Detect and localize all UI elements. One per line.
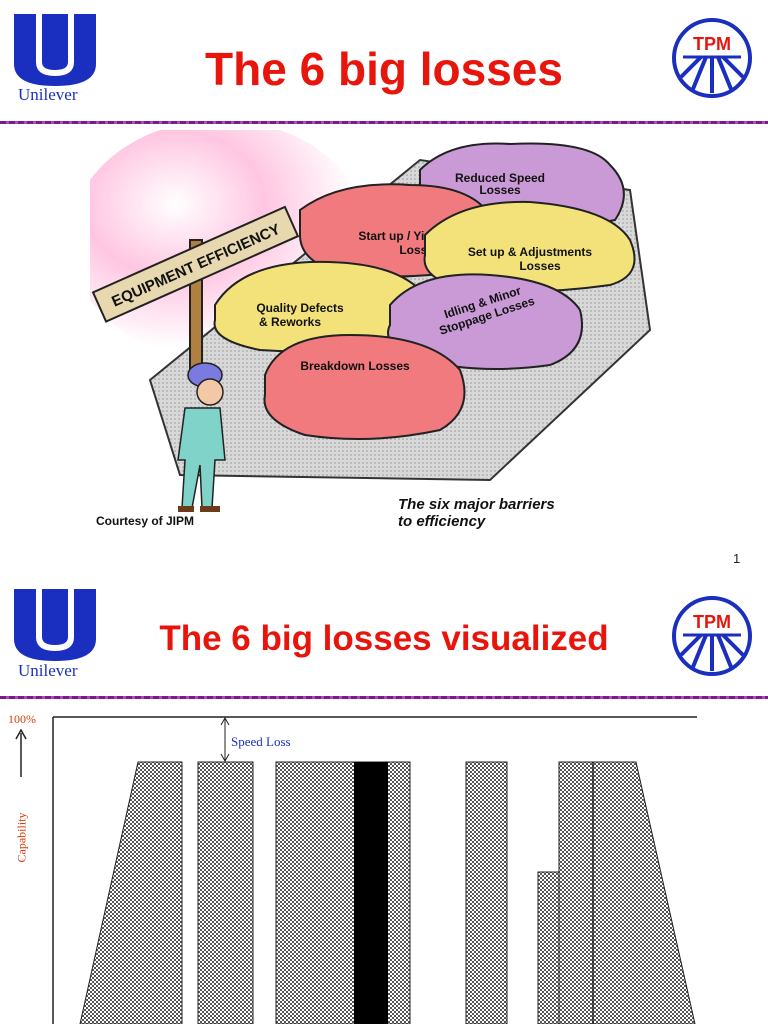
svg-text:TPM: TPM	[693, 34, 731, 54]
bar-5-step	[537, 871, 560, 1024]
unilever-wordmark: Unilever	[18, 85, 78, 104]
svg-text:Start up / Yield: Start up / Yield	[358, 229, 441, 243]
bar-3	[275, 761, 411, 1024]
svg-text:Reduced Speed: Reduced Speed	[455, 171, 545, 185]
bar-4	[465, 761, 508, 1024]
slide-1-title: The 6 big losses	[205, 43, 563, 95]
bar-5	[558, 761, 696, 1024]
svg-text:Quality Defects: Quality Defects	[256, 301, 344, 315]
barriers-caption: The six major barriers to efficiency	[398, 496, 555, 530]
unilever-wordmark: Unilever	[18, 661, 78, 680]
y-top-label: 100%	[8, 712, 36, 726]
svg-text:Losses: Losses	[519, 259, 561, 273]
breakdown-blob	[263, 333, 466, 440]
speed-loss-label: Speed Loss	[231, 734, 291, 749]
barriers-caption-line-1: The six major barriers	[398, 496, 555, 513]
svg-text:Losses: Losses	[479, 183, 521, 197]
up-arrow-icon	[15, 729, 27, 777]
svg-text:Set up & Adjustments: Set up & Adjustments	[468, 245, 593, 259]
bar-1	[79, 761, 183, 1024]
six-losses-illustration: EQUIPMENT EFFICIENCY Reduced Speed Losse…	[90, 130, 652, 512]
slide-1: Unilever The 6 big losses TPM	[0, 12, 768, 566]
y-axis-label: Capability	[14, 812, 29, 863]
bar-2	[197, 761, 254, 1024]
courtesy-text: Courtesy of JIPM	[96, 514, 195, 528]
svg-text:& Reworks: & Reworks	[259, 315, 321, 329]
losses-chart	[52, 716, 697, 1024]
unilever-logo-icon	[12, 587, 98, 663]
header-divider	[0, 121, 768, 124]
barriers-caption-line-2: to efficiency	[398, 513, 486, 530]
speed-loss-arrow	[220, 716, 230, 763]
equipment-efficiency-sign	[91, 205, 300, 323]
unilever-logo-icon	[12, 12, 98, 88]
slide-2: Unilever The 6 big losses visualized TPM…	[0, 575, 768, 1024]
tpm-logo-icon: TPM	[672, 18, 752, 98]
tpm-logo-icon: TPM	[672, 596, 752, 676]
svg-text:Breakdown Losses: Breakdown Losses	[300, 359, 410, 373]
worker-figure	[177, 362, 226, 512]
svg-text:TPM: TPM	[693, 612, 731, 632]
header-divider	[0, 696, 768, 699]
page-number: 1	[733, 551, 741, 566]
bar-3-black-band	[354, 762, 388, 1024]
slide-2-title: The 6 big losses visualized	[159, 619, 609, 658]
